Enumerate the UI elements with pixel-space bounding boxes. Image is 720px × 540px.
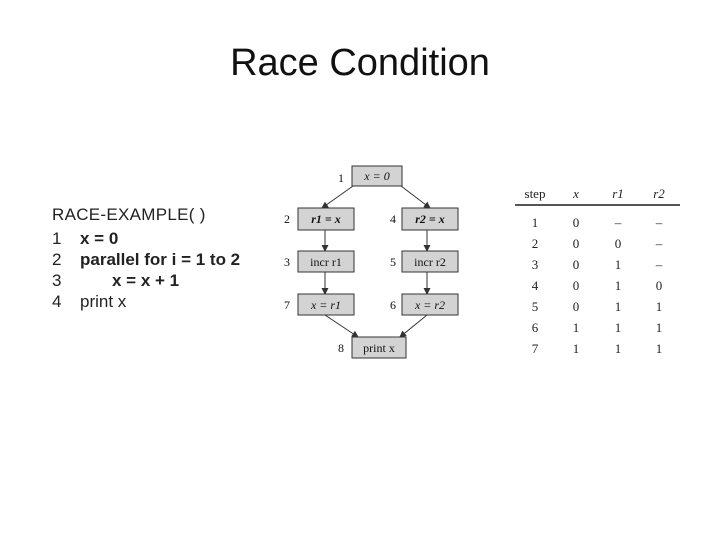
table-cell: 1 — [655, 319, 663, 335]
step-number: 3 — [284, 255, 290, 269]
node-label: r2 = x — [415, 212, 445, 226]
step-number: 8 — [338, 341, 344, 355]
dag-node-2: 2 r1 = x — [284, 207, 355, 231]
header-cell: x — [573, 186, 579, 201]
node-label: x = r1 — [310, 298, 341, 312]
table-row: 3 0 1 – — [515, 254, 680, 275]
table-row: 7 1 1 1 — [515, 338, 680, 359]
table-cell: 1 — [572, 340, 580, 356]
table-cell: – — [655, 235, 663, 251]
table-cell: 0 — [572, 298, 580, 314]
trace-table: step x r1 r2 1 0 – – 2 0 0 – 3 0 1 – 4 0… — [515, 184, 680, 359]
table-cell: 0 — [572, 214, 580, 230]
table-cell: 4 — [531, 277, 539, 293]
step-number: 2 — [284, 212, 290, 226]
node-label: incr r1 — [310, 255, 342, 269]
header-cell: step — [524, 186, 546, 201]
table-cell: 1 — [531, 214, 539, 230]
table-cell: 1 — [614, 340, 622, 356]
table-row: 6 1 1 1 — [515, 317, 680, 338]
table-cell: 0 — [655, 277, 663, 293]
node-label: r1 = x — [311, 212, 341, 226]
table-cell: 1 — [614, 298, 622, 314]
table-cell: 0 — [614, 235, 622, 251]
line-text: parallel for i = 1 to 2 — [80, 249, 241, 269]
table-cell: – — [655, 214, 663, 230]
node-label: incr r2 — [414, 255, 446, 269]
table-cell: 1 — [614, 319, 622, 335]
code-line: 4 print x — [52, 291, 262, 312]
header-cell: r2 — [653, 186, 665, 201]
dag-node-6: 6 x = r2 — [390, 293, 459, 316]
table-row: 5 0 1 1 — [515, 296, 680, 317]
node-label: x = r2 — [414, 298, 445, 312]
step-number: 4 — [390, 212, 396, 226]
header-cell: r1 — [612, 186, 624, 201]
procedure-name: RACE-EXAMPLE( ) — [52, 205, 206, 224]
line-number: 4 — [52, 291, 62, 311]
line-number: 2 — [52, 249, 62, 269]
dag-node-5: 5 incr r2 — [390, 250, 459, 273]
table-cell: 5 — [531, 298, 539, 314]
execution-dag: 1 x = 0 2 r1 = x 4 r2 = x 3 incr r1 5 in… — [284, 165, 459, 359]
table-cell: 2 — [531, 235, 539, 251]
step-number: 5 — [390, 255, 396, 269]
code-line: 1 x = 0 — [52, 228, 262, 249]
table-cell: 1 — [572, 319, 580, 335]
step-number: 6 — [390, 298, 396, 312]
dag-node-8: 8 print x — [338, 336, 407, 359]
table-row: 2 0 0 – — [515, 233, 680, 254]
table-cell: 0 — [572, 235, 580, 251]
dag-node-4: 4 r2 = x — [390, 207, 459, 231]
table-cell: 1 — [655, 298, 663, 314]
node-label: x = 0 — [363, 169, 389, 183]
table-cell: 1 — [655, 340, 663, 356]
step-number: 1 — [338, 171, 344, 185]
node-label: print x — [363, 341, 395, 355]
table-cell: 0 — [572, 256, 580, 272]
line-number: 3 — [52, 270, 62, 290]
table-cell: 6 — [531, 319, 539, 335]
dag-node-7: 7 x = r1 — [284, 293, 355, 316]
dag-node-3: 3 incr r1 — [284, 250, 355, 273]
dag-node-1: 1 x = 0 — [338, 165, 403, 187]
table-cell: 3 — [531, 256, 539, 272]
line-text: print x — [80, 291, 127, 311]
table-cell: 1 — [614, 256, 622, 272]
table-cell: 1 — [614, 277, 622, 293]
table-header: step x r1 r2 — [515, 184, 680, 206]
step-number: 7 — [284, 298, 290, 312]
table-cell: 0 — [572, 277, 580, 293]
line-text: x = 0 — [80, 228, 119, 248]
line-text: x = x + 1 — [112, 270, 180, 290]
table-cell: – — [655, 256, 663, 272]
table-row: 4 0 1 0 — [515, 275, 680, 296]
code-line: 2 parallel for i = 1 to 2 — [52, 249, 262, 270]
table-cell: 7 — [531, 340, 539, 356]
pseudocode-block: RACE-EXAMPLE( ) 1 x = 0 2 parallel for i… — [52, 205, 262, 312]
line-number: 1 — [52, 228, 62, 248]
code-line: 3 x = x + 1 — [52, 270, 262, 291]
table-cell: – — [614, 214, 622, 230]
slide-title: Race Condition — [230, 42, 490, 84]
table-row: 1 0 – – — [515, 212, 680, 233]
